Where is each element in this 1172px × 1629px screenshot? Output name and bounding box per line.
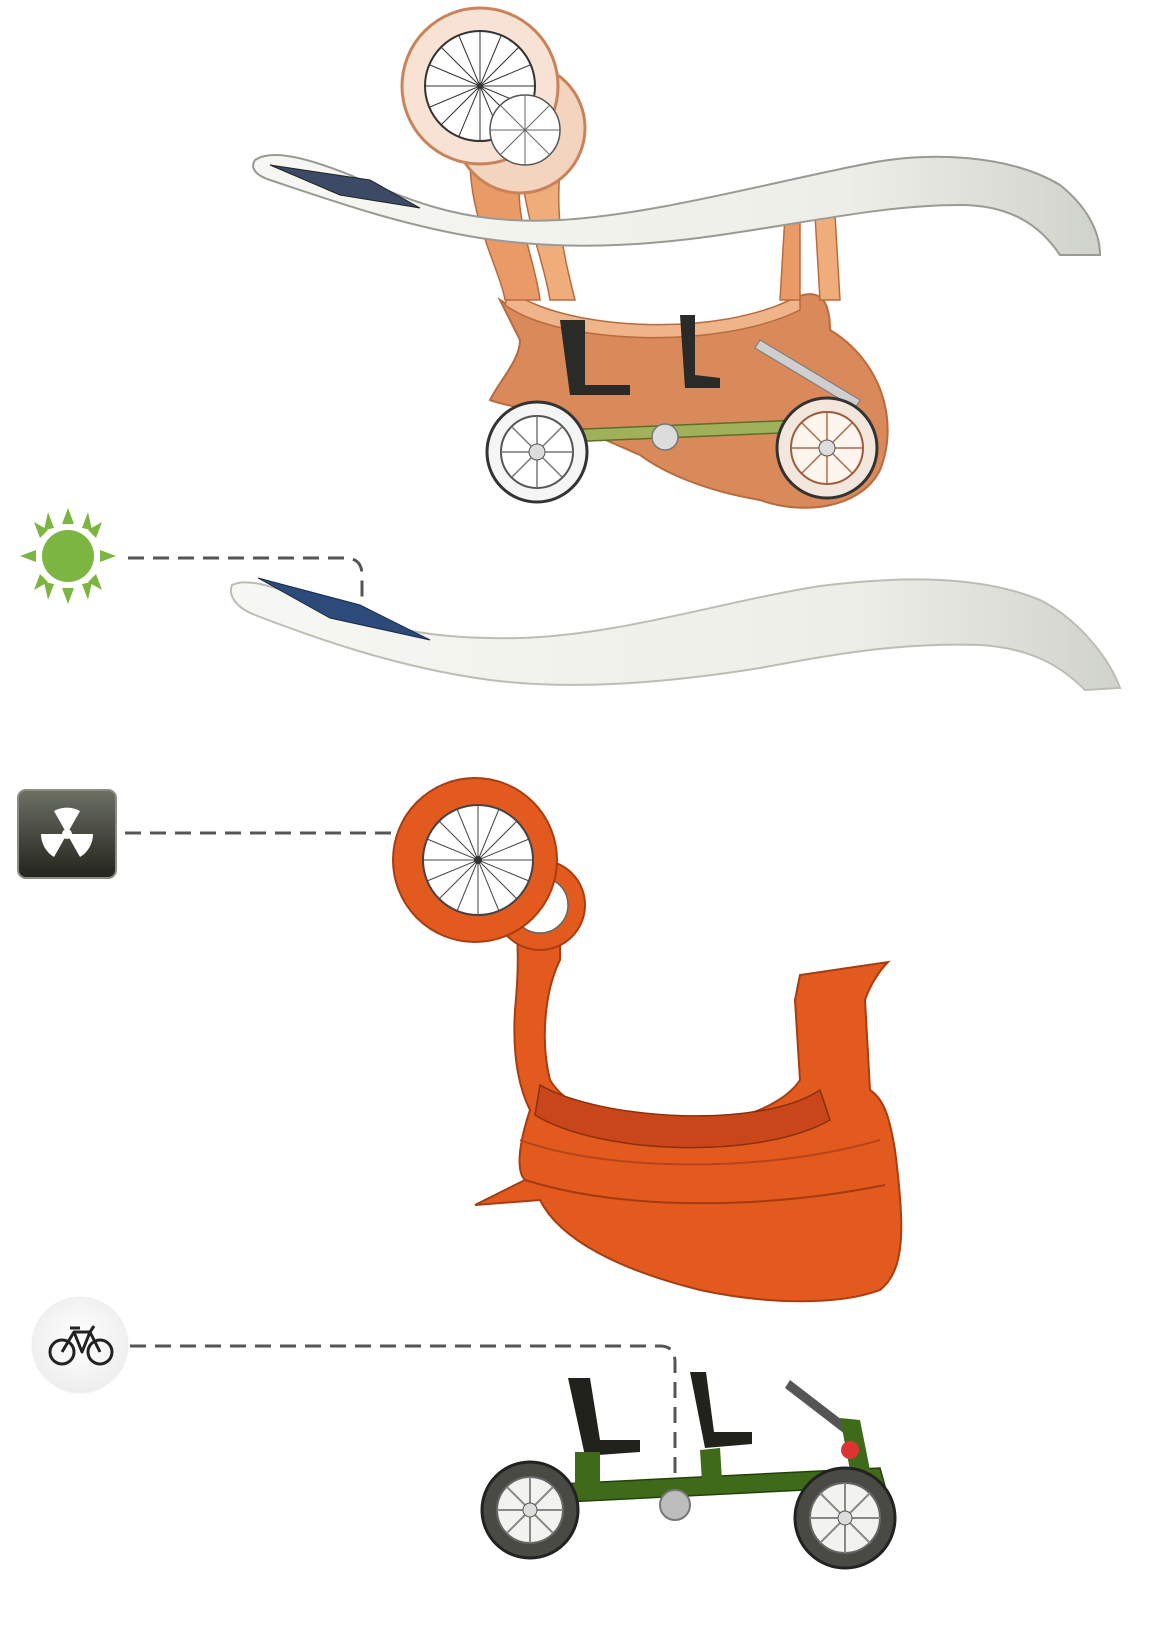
solar-roof — [231, 579, 1120, 690]
pedal-front-wheel — [795, 1468, 895, 1568]
assembled-rear-wheel — [487, 402, 587, 502]
solar-component — [20, 508, 1120, 690]
radiation-icon — [18, 790, 116, 878]
assembled-vehicle — [253, 8, 1100, 508]
assembled-front-wheel — [777, 398, 877, 498]
wind-component — [18, 778, 901, 1301]
bicycle-icon — [32, 1297, 128, 1393]
pedal-rear-wheel — [482, 1462, 578, 1558]
sun-icon — [20, 508, 116, 604]
assembled-roof — [253, 155, 1100, 255]
pedal-component — [32, 1297, 895, 1568]
